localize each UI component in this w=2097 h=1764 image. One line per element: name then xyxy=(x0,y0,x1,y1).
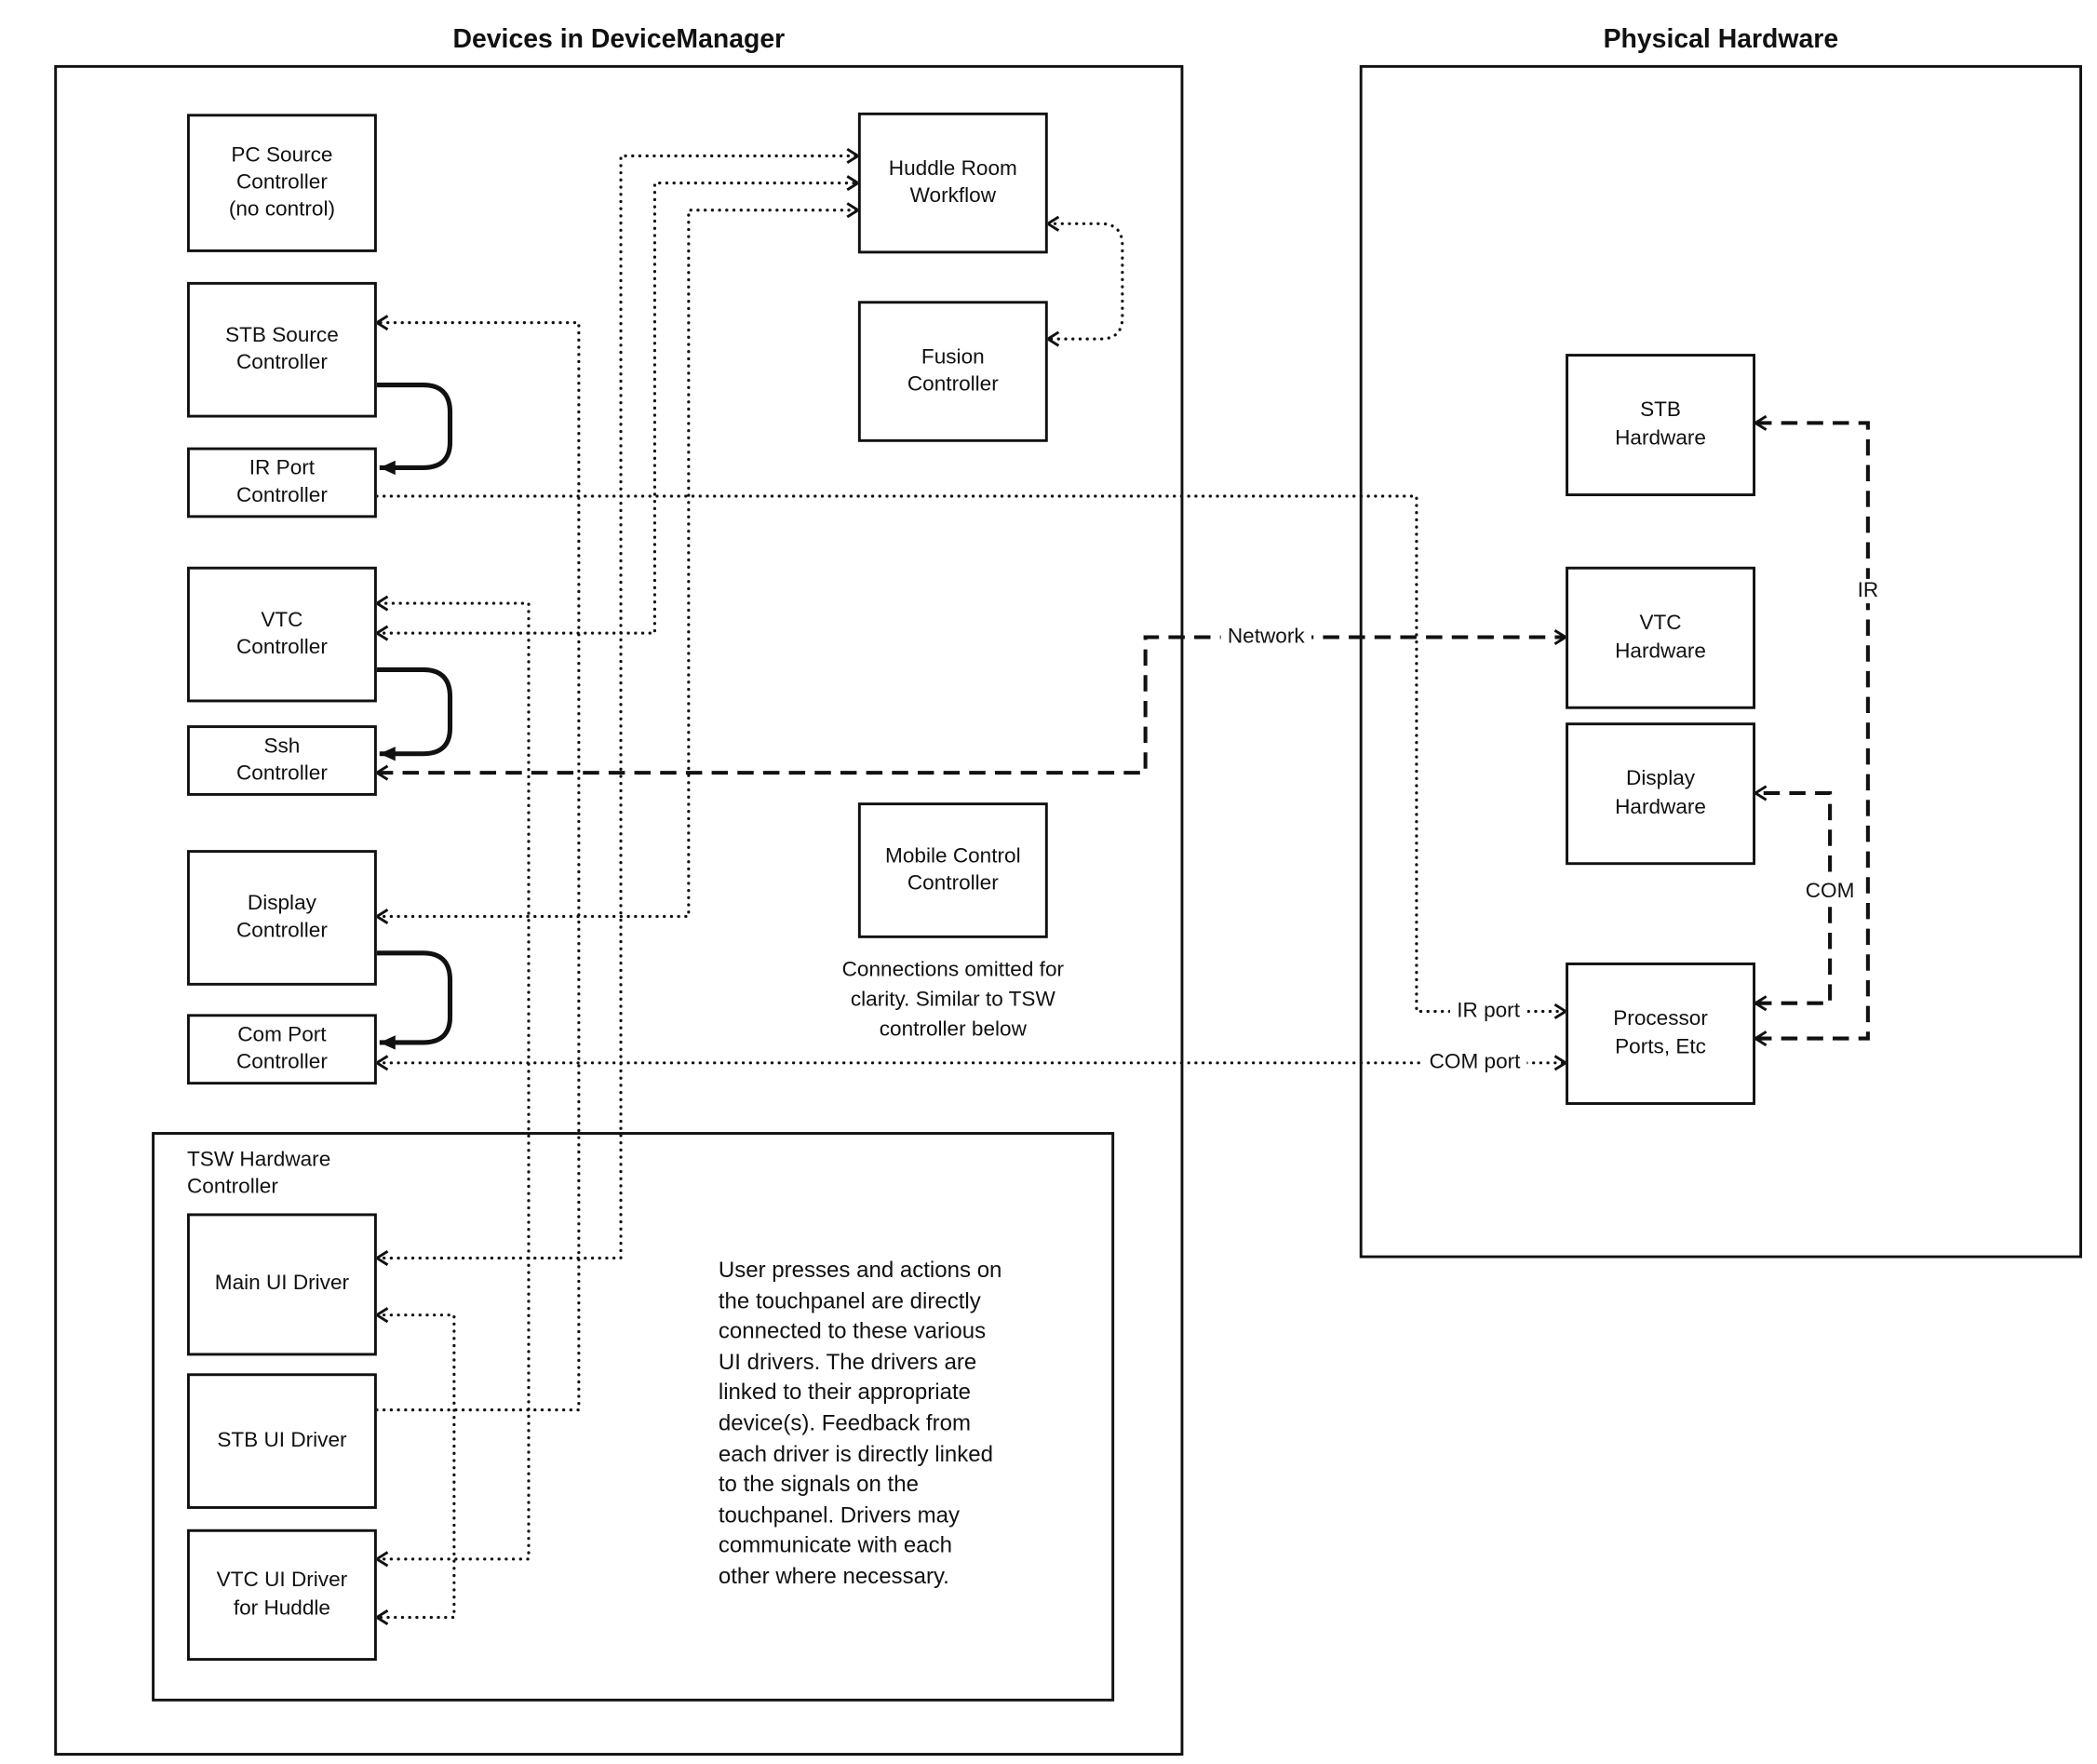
wire-mainui-vtcui xyxy=(374,1307,456,1625)
box-stb-source-controller: STB Source Controller xyxy=(186,281,377,418)
network-label: Network xyxy=(1220,625,1311,650)
wire-display-comport xyxy=(376,950,453,1050)
tsw-description: User presses and actions on the touchpan… xyxy=(718,1258,1002,1589)
wire-network xyxy=(374,628,1568,781)
wire-stbui-to-stbsource xyxy=(374,315,581,1412)
box-ssh-controller: Ssh Controller xyxy=(186,725,377,796)
wire-stbsource-irport xyxy=(376,383,453,476)
wire-huddle-fusion xyxy=(1045,215,1124,347)
wire-mainui-huddle xyxy=(374,147,861,1267)
box-stb-hardware: STB Hardware xyxy=(1566,354,1755,497)
box-ir-port-controller: IR Port Controller xyxy=(186,447,377,518)
box-display-hardware: Display Hardware xyxy=(1566,722,1755,866)
box-vtc-hardware: VTC Hardware xyxy=(1566,566,1755,709)
box-vtc-ui-driver: VTC UI Driver for Huddle xyxy=(186,1528,377,1662)
box-vtc-controller: VTC Controller xyxy=(186,566,377,703)
wire-display-huddle xyxy=(374,202,861,925)
com-label: COM xyxy=(1798,880,1862,905)
ir-port-label: IR port xyxy=(1449,999,1527,1024)
box-display-controller: Display Controller xyxy=(186,850,377,986)
wire-com xyxy=(1753,785,1833,1012)
device-manager-title: Devices in DeviceManager xyxy=(452,24,786,55)
box-com-port-controller: Com Port Controller xyxy=(186,1014,377,1085)
box-pc-source-controller: PC Source Controller (no control) xyxy=(186,114,377,252)
box-mobile-control-controller: Mobile Control Controller xyxy=(857,802,1048,938)
ir-label: IR xyxy=(1850,578,1886,604)
box-fusion-controller: Fusion Controller xyxy=(857,301,1048,442)
box-processor-ports: Processor Ports, Etc xyxy=(1566,963,1755,1105)
wire-ir xyxy=(1753,414,1870,1047)
box-main-ui-driver: Main UI Driver xyxy=(186,1213,377,1356)
com-port-label: COM port xyxy=(1422,1050,1527,1075)
wire-vtc-ssh xyxy=(376,667,453,761)
tsw-hardware-controller-label: TSW Hardware Controller xyxy=(186,1148,331,1199)
mobile-control-note: Connections omitted for clarity. Similar… xyxy=(841,958,1065,1042)
physical-hardware-title: Physical Hardware xyxy=(1603,24,1839,55)
wire-vtcui-vtccontroller xyxy=(374,595,531,1568)
device-manager-container xyxy=(54,64,1184,1756)
box-stb-ui-driver: STB UI Driver xyxy=(186,1373,377,1509)
box-huddle-room-workflow: Huddle Room Workflow xyxy=(857,112,1048,254)
